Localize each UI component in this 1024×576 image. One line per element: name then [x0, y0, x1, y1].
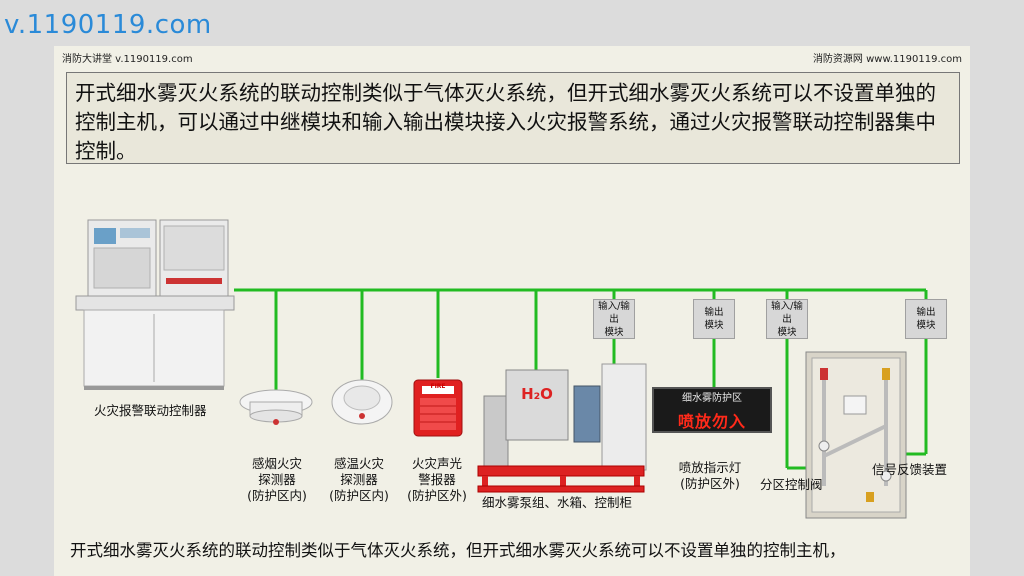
heat-detector-label-3: (防护区内) — [324, 488, 394, 504]
heat-detector-device — [332, 380, 392, 424]
indicator-label-1: 喷放指示灯 — [670, 460, 750, 476]
output-module-1-line2: 模块 — [704, 319, 723, 332]
output-module-2: 输出 模块 — [905, 299, 947, 339]
alarm-label-2: 警报器 — [402, 472, 472, 488]
zone-valve-label: 分区控制阀 — [760, 477, 823, 493]
alarm-label-1: 火灾声光 — [402, 456, 472, 472]
output-module-1-line1: 输出 — [704, 306, 723, 319]
controller-label: 火灾报警联动控制器 — [94, 403, 207, 419]
tank-label: H₂O — [514, 386, 560, 402]
io-module-1-line2: 模块 — [594, 326, 634, 339]
indicator-label-2: (防护区外) — [670, 476, 750, 492]
smoke-detector-label-1: 感烟火灾 — [242, 456, 312, 472]
alarm-label: 火灾声光 警报器 (防护区外) — [402, 456, 472, 504]
pump-label: 细水雾泵组、水箱、控制柜 — [482, 495, 632, 511]
pump-skid-device — [478, 364, 646, 492]
indicator-label: 喷放指示灯 (防护区外) — [670, 460, 750, 492]
feedback-label: 信号反馈装置 — [872, 462, 947, 478]
output-module-1: 输出 模块 — [693, 299, 735, 339]
io-module-2: 输入/输出 模块 — [766, 299, 808, 339]
subtitle-caption: 开式细水雾灭火系统的联动控制类似于气体灭火系统，但开式细水雾灭火系统可以不设置单… — [54, 536, 970, 576]
spray-indicator-sign: 细水雾防护区 喷放勿入 — [652, 387, 772, 433]
controller-cabinet — [76, 220, 234, 390]
io-module-2-line2: 模块 — [767, 326, 807, 339]
sign-top-text: 细水雾防护区 — [654, 393, 770, 405]
sign-main-text: 喷放勿入 — [654, 408, 770, 432]
heat-detector-label: 感温火灾 探测器 (防护区内) — [324, 456, 394, 504]
smoke-detector-label-3: (防护区内) — [242, 488, 312, 504]
smoke-detector-label: 感烟火灾 探测器 (防护区内) — [242, 456, 312, 504]
output-module-2-line2: 模块 — [916, 319, 935, 332]
site-watermark: v.1190119.com — [4, 10, 212, 40]
alarm-badge: FIRE — [426, 383, 450, 390]
zone-valve-cabinet — [806, 352, 906, 518]
io-module-1-line1: 输入/输出 — [594, 300, 634, 326]
io-module-1: 输入/输出 模块 — [593, 299, 635, 339]
io-module-2-line1: 输入/输出 — [767, 300, 807, 326]
smoke-detector-label-2: 探测器 — [242, 472, 312, 488]
heat-detector-label-1: 感温火灾 — [324, 456, 394, 472]
heat-detector-label-2: 探测器 — [324, 472, 394, 488]
slide: 消防大讲堂 v.1190119.com 消防资源网 www.1190119.co… — [54, 46, 970, 576]
alarm-label-3: (防护区外) — [402, 488, 472, 504]
output-module-2-line1: 输出 — [916, 306, 935, 319]
smoke-detector-device — [240, 390, 312, 425]
